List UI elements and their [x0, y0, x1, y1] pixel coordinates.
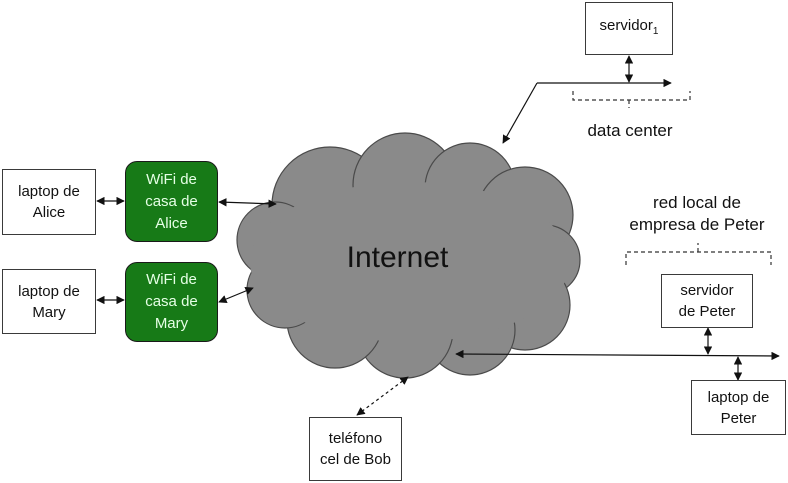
wifi-mary-box: WiFi de casa de Mary: [125, 262, 218, 342]
link-alice-wifi-internet: [218, 198, 277, 208]
wifi-alice-box: WiFi de casa de Alice: [125, 161, 218, 242]
peter-lan-bracket: [625, 243, 772, 265]
data-center-bracket: [572, 91, 691, 108]
telefono-bob-line2: cel de Bob: [320, 451, 391, 468]
laptop-mary-line1: laptop de: [18, 282, 80, 300]
wifi-alice-line3: Alice: [155, 214, 188, 232]
link-datacenter-internet: [502, 82, 538, 144]
laptop-peter-line1: laptop de: [707, 388, 770, 406]
servidor-peter-box: servidor de Peter: [661, 274, 753, 328]
red-local-line1: red local de: [653, 193, 741, 212]
red-local-line2: empresa de Peter: [629, 215, 765, 234]
link-bob-internet: [356, 376, 409, 416]
wifi-mary-line3: Mary: [154, 315, 189, 332]
telefono-bob-box: teléfono cel de Bob: [309, 417, 402, 481]
data-center-label: data center: [587, 121, 673, 140]
servidor-peter-line2: de Peter: [678, 303, 736, 320]
servidor1-label: servidor1: [599, 17, 659, 37]
link-mary-wifi-internet: [218, 286, 254, 304]
laptop-mary-box: laptop de Mary: [2, 269, 96, 334]
laptop-peter-line2: Peter: [720, 409, 757, 427]
laptop-alice-line2: Alice: [32, 204, 66, 221]
red-local-peter-label: red local de empresa de Peter: [612, 192, 782, 236]
wifi-alice-line2: casa de: [145, 192, 198, 210]
wifi-mary-line2: casa de: [145, 293, 198, 310]
laptop-alice-line1: laptop de: [18, 183, 80, 200]
laptop-peter-box: laptop de Peter: [691, 380, 786, 435]
wifi-alice-line1: WiFi de: [146, 170, 197, 188]
servidor1-box: servidor1: [585, 2, 673, 55]
telefono-bob-line1: teléfono: [328, 430, 383, 447]
peter-lan-bus: [455, 349, 780, 361]
servidor-peter-line1: servidor: [680, 282, 734, 299]
laptop-alice-box: laptop de Alice: [2, 169, 96, 235]
laptop-mary-line2: Mary: [32, 303, 66, 321]
internet-label: Internet: [346, 241, 449, 274]
wifi-mary-line1: WiFi de: [146, 271, 197, 288]
